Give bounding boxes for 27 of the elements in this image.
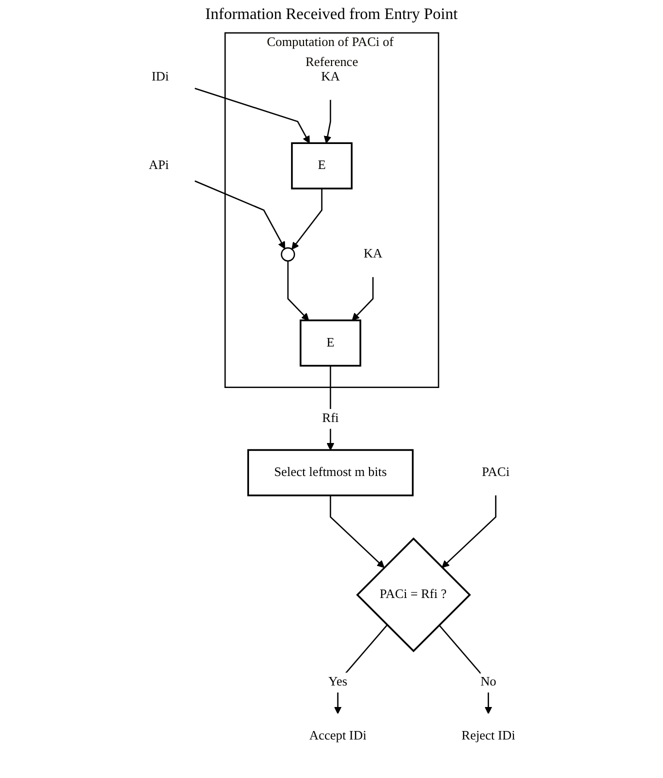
node-text: PACi — [481, 466, 510, 480]
node-circle — [280, 247, 295, 262]
node-text: Accept IDi — [308, 729, 366, 744]
arrow — [438, 624, 492, 714]
arrow — [323, 100, 331, 144]
node-text: KA — [320, 70, 340, 84]
edge-label: Yes — [328, 675, 347, 690]
diagram-title: Information Received from Entry Point — [204, 6, 459, 24]
node-text: Reject IDi — [461, 729, 515, 744]
node-box: E — [290, 142, 352, 190]
node-text: IDi — [151, 70, 168, 84]
node-text: KA — [363, 247, 382, 262]
arrow — [286, 260, 309, 321]
arrow — [194, 88, 310, 144]
arrow — [334, 624, 388, 714]
node-box: Select leftmost m bits — [246, 449, 414, 496]
edge-label: No — [480, 675, 496, 690]
node-box: E — [299, 319, 361, 367]
arrow — [351, 277, 374, 321]
arrow — [194, 180, 285, 250]
edge-label: Rfi — [322, 412, 338, 426]
node-text: APi — [148, 158, 168, 173]
arrow — [291, 188, 322, 250]
arrow — [326, 366, 334, 450]
arrow — [441, 495, 496, 568]
node-diamond: PACi = Rfi ? — [356, 537, 470, 652]
arrow — [329, 495, 384, 568]
